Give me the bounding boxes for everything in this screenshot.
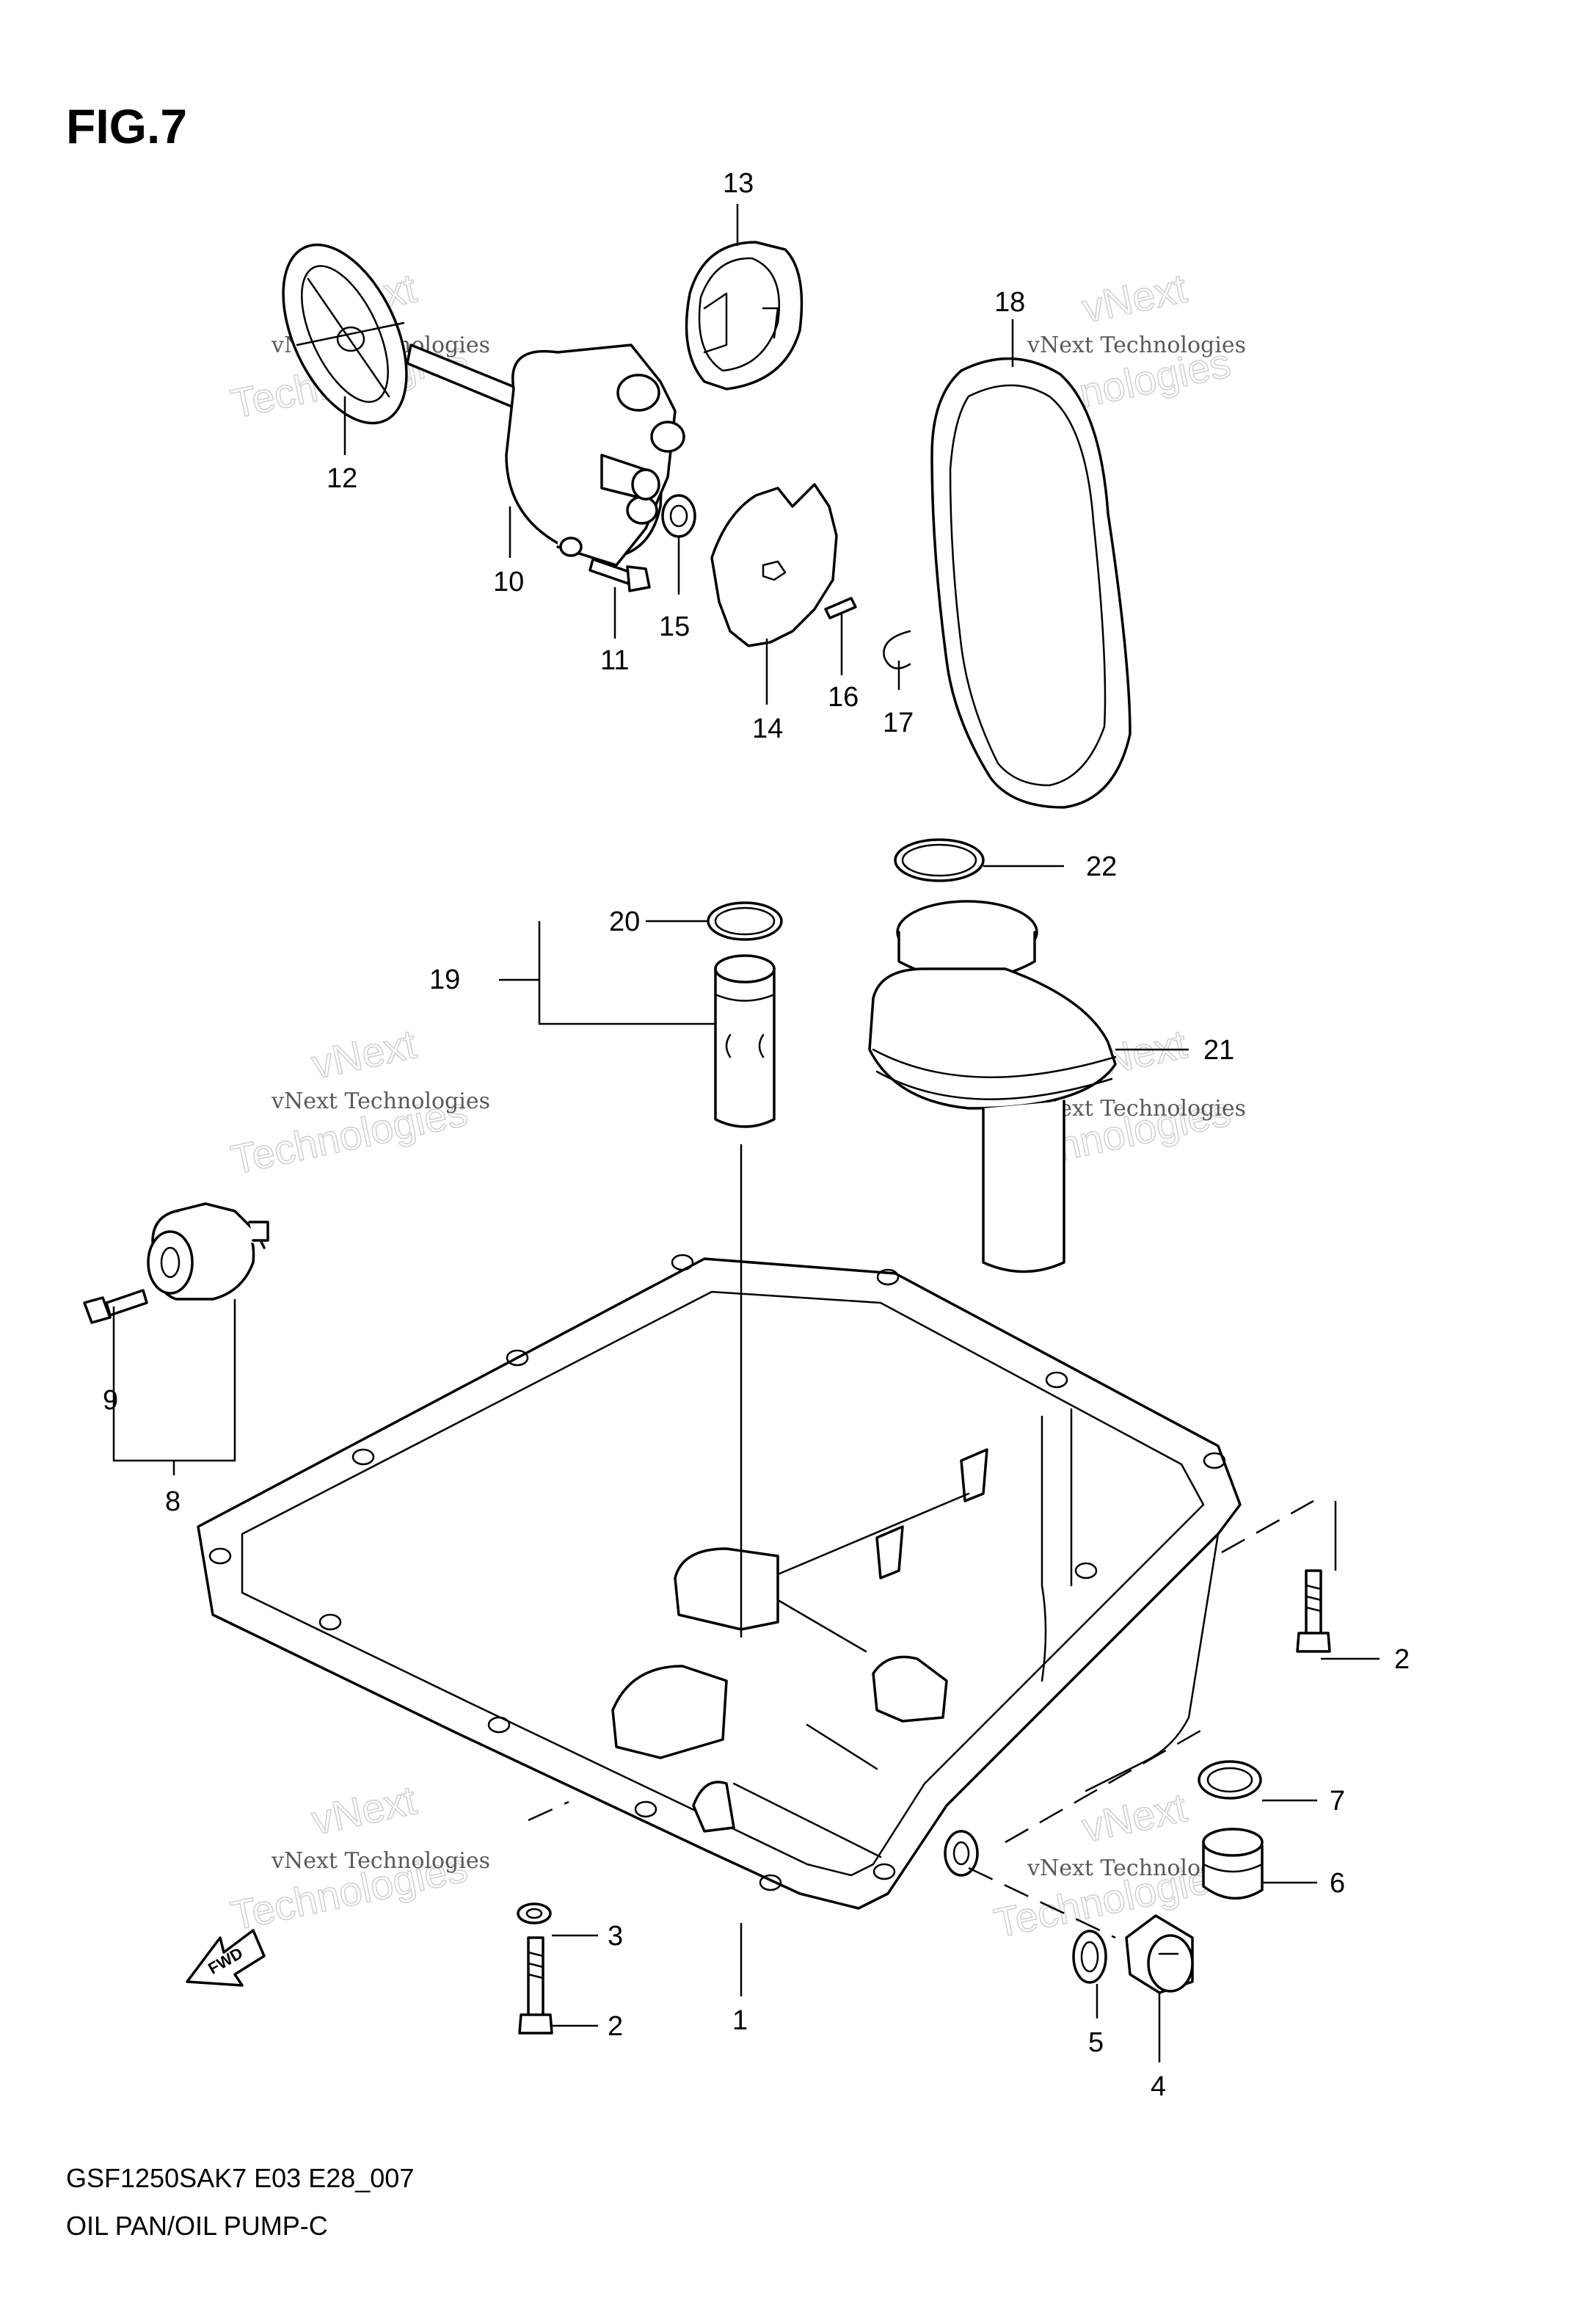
- callout-10: 10: [493, 567, 524, 597]
- part-10-oil-pump: [406, 343, 685, 567]
- watermark-mid-left: vNext Technologies vNext Technologies: [227, 1020, 490, 1184]
- part-16-pin: [824, 597, 857, 619]
- callout-2-upper: 2: [1394, 1644, 1410, 1675]
- callout-20: 20: [609, 906, 640, 937]
- part-22-o-ring: [894, 838, 985, 882]
- part-15-washer: [661, 494, 696, 538]
- callout-19: 19: [429, 964, 460, 995]
- figure-title: FIG.7: [66, 99, 187, 153]
- callout-14: 14: [752, 713, 783, 744]
- callout-4: 4: [1151, 2071, 1166, 2102]
- callout-2-lower: 2: [608, 2011, 623, 2042]
- part-3-washer: [517, 1902, 552, 1924]
- callout-3: 3: [608, 1921, 623, 1952]
- callout-5: 5: [1088, 2027, 1104, 2058]
- leader-lines: [112, 204, 1380, 2062]
- part-20-o-ring: [707, 901, 783, 941]
- guide-line-bolt-2-top: [1221, 1499, 1314, 1554]
- part-12-strainer-screen: [282, 243, 408, 425]
- callout-1: 1: [732, 2005, 748, 2036]
- svg-text:vNext Technologies: vNext Technologies: [1027, 332, 1246, 358]
- part-21-oil-strainer: [868, 900, 1117, 1273]
- diagram-caption: OIL PAN/OIL PUMP-C: [66, 2211, 328, 2241]
- part-11-bolt: [589, 558, 651, 592]
- part-18-chain: [930, 357, 1132, 809]
- callout-17: 17: [883, 708, 914, 738]
- part-2-bolt-upper: [1296, 1569, 1331, 1653]
- callout-9: 9: [103, 1385, 118, 1416]
- svg-text:vNext: vNext: [1078, 1784, 1191, 1850]
- callout-numbers: 13 18 12 10 11 15 14 16 17 22 20 19 21 9…: [103, 168, 1410, 2102]
- svg-text:vNext Technologies: vNext Technologies: [271, 1848, 490, 1874]
- callout-6: 6: [1330, 1868, 1345, 1899]
- part-17-circlip: [883, 630, 911, 669]
- part-14-drive-sprocket: [710, 483, 838, 647]
- callout-12: 12: [327, 463, 357, 494]
- model-code: GSF1250SAK7 E03 E28_007: [66, 2163, 414, 2193]
- callout-11: 11: [600, 645, 629, 676]
- callout-15: 15: [659, 611, 690, 642]
- callout-22: 22: [1086, 851, 1117, 882]
- callout-18: 18: [994, 287, 1025, 318]
- svg-text:vNext: vNext: [1078, 264, 1191, 331]
- part-9-screw: [83, 1289, 148, 1324]
- watermark-bottom-left: vNext Technologies vNext Technologies: [227, 1776, 490, 1940]
- forward-direction-arrow: FWD: [186, 1929, 266, 1987]
- svg-text:vNext: vNext: [307, 1020, 420, 1087]
- part-13-driven-gear: [685, 241, 804, 390]
- callout-21: 21: [1203, 1035, 1234, 1066]
- svg-text:vNext Technologies: vNext Technologies: [271, 1088, 490, 1114]
- part-2-bolt-lower: [518, 1936, 553, 2035]
- guide-line-bolt-3: [528, 1800, 569, 1822]
- callout-8: 8: [165, 1486, 181, 1517]
- svg-text:vNext: vNext: [307, 1776, 420, 1843]
- part-6-filler-plug: [1202, 1828, 1264, 1900]
- part-1-oil-pan: [197, 1144, 1242, 1910]
- part-5-gasket: [1072, 1930, 1107, 1984]
- part-8-oil-pressure-switch: [147, 1202, 269, 1301]
- callout-13: 13: [723, 168, 754, 199]
- part-19-pipe: [714, 954, 776, 1128]
- part-7-gasket: [1198, 1760, 1262, 1800]
- guide-line-drain-4: [968, 1866, 1116, 1939]
- part-4-drain-plug: [1125, 1914, 1194, 1994]
- callout-7: 7: [1330, 1786, 1345, 1817]
- callout-16: 16: [828, 682, 859, 713]
